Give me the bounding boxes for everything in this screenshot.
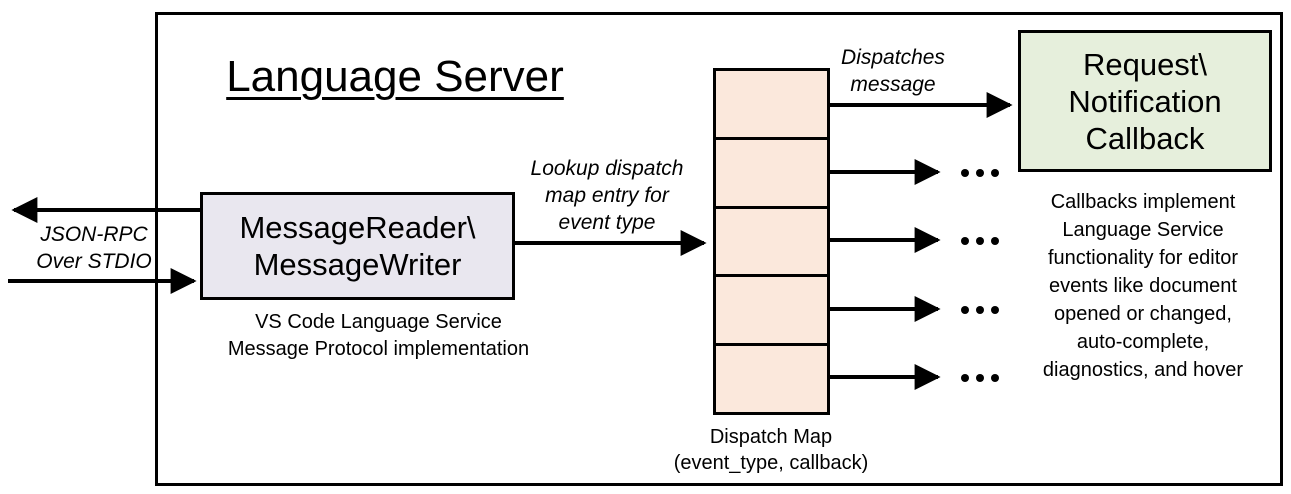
lookup-label-line1: Lookup dispatch: [530, 157, 684, 180]
json-rpc-stdio-label: JSON-RPC Over STDIO: [30, 221, 158, 275]
dispatch-map-cell: [716, 277, 827, 347]
message-box-caption: VS Code Language Service Message Protoco…: [206, 309, 551, 363]
message-reader-writer-box: MessageReader\ MessageWriter: [200, 192, 515, 300]
message-caption-line2: Message Protocol implementation: [227, 338, 530, 360]
callback-note-line5: opened or changed,: [1054, 303, 1232, 325]
more-callbacks-ellipsis: [961, 236, 999, 245]
callback-note-line1: Callbacks implement: [1050, 191, 1236, 213]
more-callbacks-ellipsis: [961, 373, 999, 382]
dispatches-message-label: Dispatches message: [823, 44, 963, 98]
dispatch-map: [713, 68, 830, 415]
diagram-title: Language Server: [226, 52, 564, 101]
language-server-boundary: [155, 12, 1283, 486]
more-callbacks-ellipsis: [961, 305, 999, 314]
io-label-line2: Over STDIO: [36, 250, 152, 273]
callback-box-line1: Request\: [1082, 46, 1208, 82]
lookup-label-line2: map entry for: [545, 184, 669, 207]
request-notification-callback-box: Request\ Notification Callback: [1018, 30, 1272, 172]
callbacks-note: Callbacks implement Language Service fun…: [1013, 188, 1273, 384]
dispatch-map-cell: [716, 71, 827, 140]
lookup-dispatch-label: Lookup dispatch map entry for event type: [516, 155, 698, 236]
callback-note-line7: diagnostics, and hover: [1042, 359, 1244, 381]
message-box-line1: MessageReader\: [239, 210, 476, 245]
callback-box-line3: Callback: [1085, 120, 1205, 156]
callback-note-line3: functionality for editor: [1047, 247, 1239, 269]
dispatch-label-line1: Dispatches: [841, 46, 945, 69]
callback-note-line2: Language Service: [1062, 219, 1224, 241]
message-box-line2: MessageWriter: [253, 247, 462, 282]
more-callbacks-ellipsis: [961, 168, 999, 177]
dispatch-map-cell: [716, 140, 827, 209]
dispatch-label-line2: message: [850, 73, 936, 96]
callback-note-line4: events like document: [1049, 275, 1237, 297]
message-caption-line1: VS Code Language Service: [255, 311, 502, 333]
lookup-label-line3: event type: [558, 211, 656, 234]
callback-box-line2: Notification: [1068, 83, 1222, 119]
dispatch-map-caption: Dispatch Map (event_type, callback): [646, 424, 896, 476]
dispatch-map-cell: [716, 209, 827, 278]
io-label-line1: JSON-RPC: [40, 223, 148, 246]
dispatch-map-cell: [716, 346, 827, 412]
map-caption-line1: Dispatch Map: [709, 426, 833, 448]
map-caption-line2: (event_type, callback): [673, 452, 869, 474]
callback-note-line6: auto-complete,: [1076, 331, 1210, 353]
